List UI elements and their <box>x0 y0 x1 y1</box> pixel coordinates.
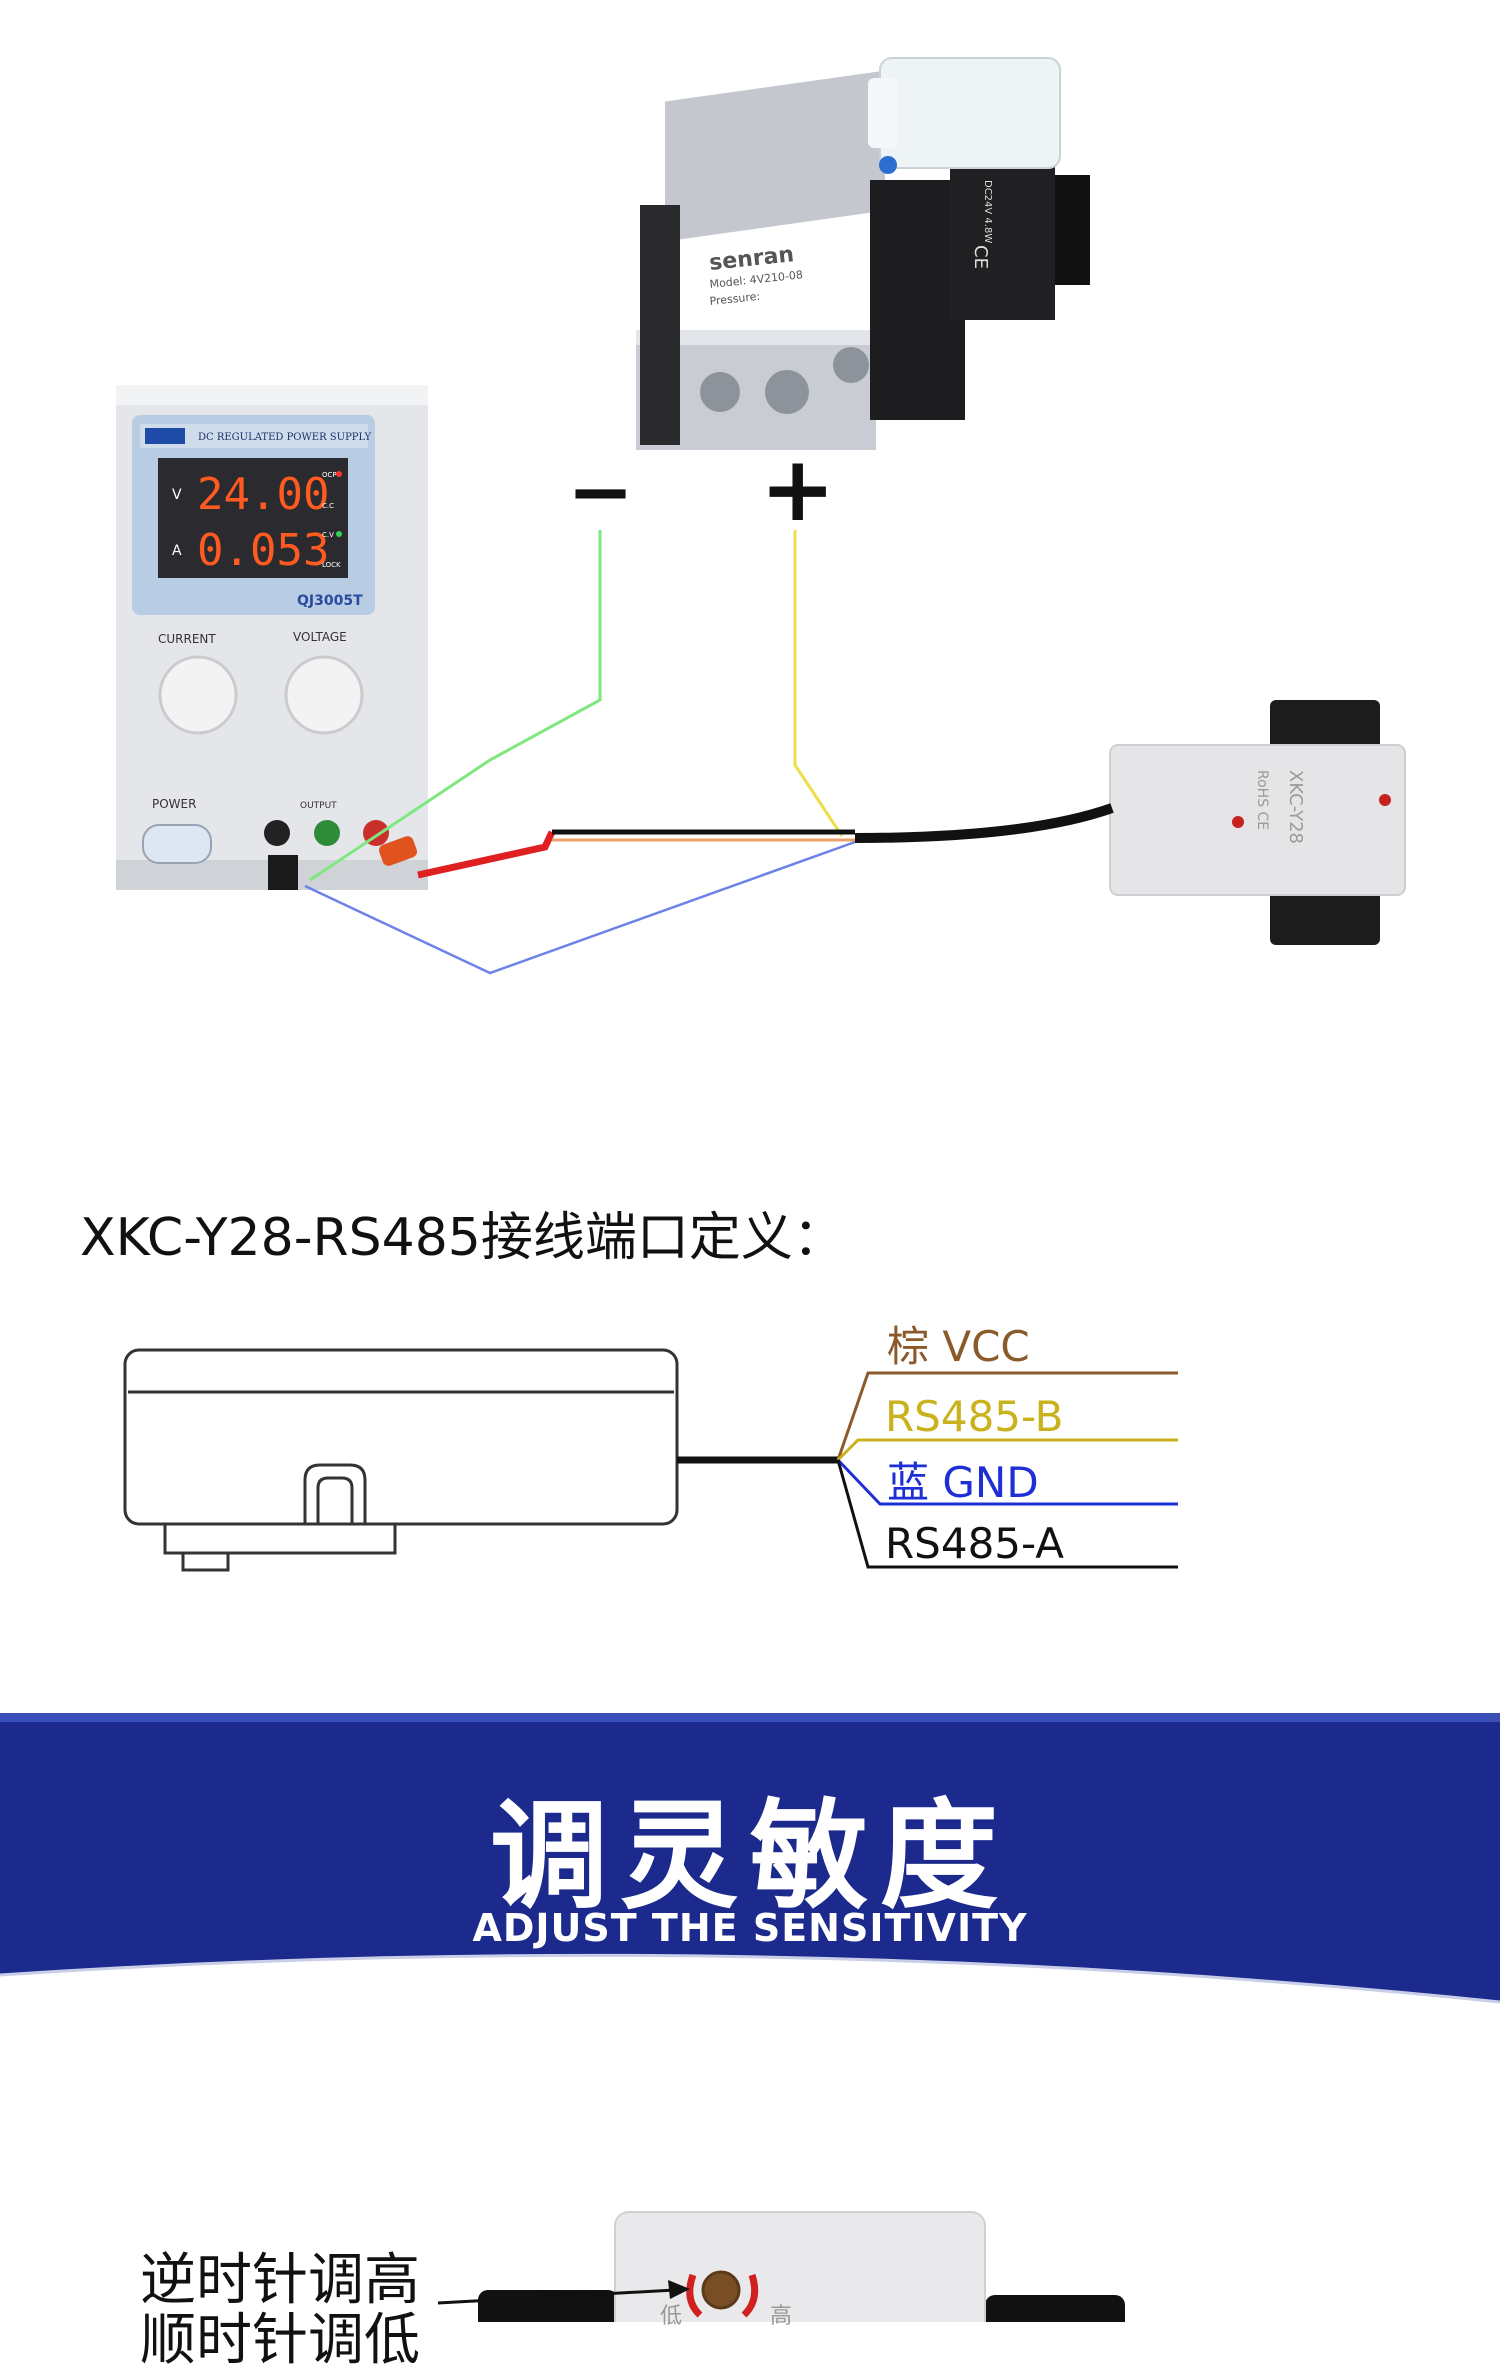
ccw-arrow-icon <box>686 2273 703 2318</box>
adjust-screw <box>701 2270 741 2310</box>
note-cw: 顺时针调低 <box>140 2308 420 2373</box>
ps-ind-ocp: OCP <box>322 471 337 479</box>
plus-sign: + <box>760 437 836 542</box>
banner-title-cn: 调灵敏度 <box>489 1787 1010 1925</box>
ps-led-green <box>336 531 342 537</box>
wiring-title: XKC-Y28-RS485接线端口定义： <box>80 1208 845 1268</box>
wiring-scene: DC REGULATED POWER SUPPLY V 24.00 A 0.05… <box>116 57 1406 975</box>
ps-knob-current: CURRENT <box>158 632 216 646</box>
ps-voltage-reading: 24.00 <box>197 469 329 520</box>
valve-pressure: Pressure: <box>709 290 761 308</box>
ps-ind-cv: C.V <box>322 531 334 539</box>
sensitivity-scene <box>437 2211 1125 2322</box>
sensor-outline <box>123 1348 679 1572</box>
fan-wires <box>836 1371 1178 1569</box>
wires <box>304 530 1114 975</box>
wire-label-rs485a: RS485-A <box>885 1519 1064 1568</box>
ps-header: DC REGULATED POWER SUPPLY <box>198 432 372 443</box>
mount-right <box>985 2295 1125 2322</box>
pointer-arrow <box>437 2288 676 2305</box>
note-ccw: 逆时针调高 <box>140 2248 420 2313</box>
ps-model: QJ3005T <box>297 593 363 609</box>
power-supply <box>116 385 428 890</box>
ps-knob-voltage: VOLTAGE <box>293 630 347 644</box>
ps-output-label: OUTPUT <box>300 801 337 811</box>
banner-title-en: ADJUST THE SENSITIVITY <box>472 1906 1028 1950</box>
ps-ind-lock: LOCK <box>322 561 341 569</box>
sensor-model: XKC-Y28 <box>1285 770 1306 844</box>
label-low: 低 <box>660 2304 683 2329</box>
ps-ind-cc: C.C <box>322 502 334 510</box>
wire-label-gnd: 蓝 GND <box>887 1458 1039 1507</box>
wire-label-rs485b: RS485-B <box>885 1392 1064 1441</box>
ps-voltage-unit: V <box>172 487 182 503</box>
ps-led-red <box>336 471 342 477</box>
ps-current-unit: A <box>172 543 182 559</box>
banner-bg <box>0 1713 1500 2004</box>
sensor-marks: RoHS CE <box>1254 770 1270 830</box>
pointer-arrowhead-icon <box>668 2280 690 2299</box>
solenoid-valve <box>636 57 1090 450</box>
ps-current-reading: 0.053 <box>197 525 329 576</box>
cw-arrow-icon <box>741 2273 759 2318</box>
minus-sign: − <box>567 445 635 538</box>
wiring-diagram <box>123 1348 1178 1572</box>
wire-label-vcc: 棕 VCC <box>887 1322 1030 1371</box>
valve-ce: CE <box>970 245 991 269</box>
ps-power-label: POWER <box>152 797 196 811</box>
sensor-photo <box>1109 700 1406 945</box>
label-high: 高 <box>770 2304 793 2329</box>
valve-coil-text: DC24V 4.8W <box>982 180 993 243</box>
